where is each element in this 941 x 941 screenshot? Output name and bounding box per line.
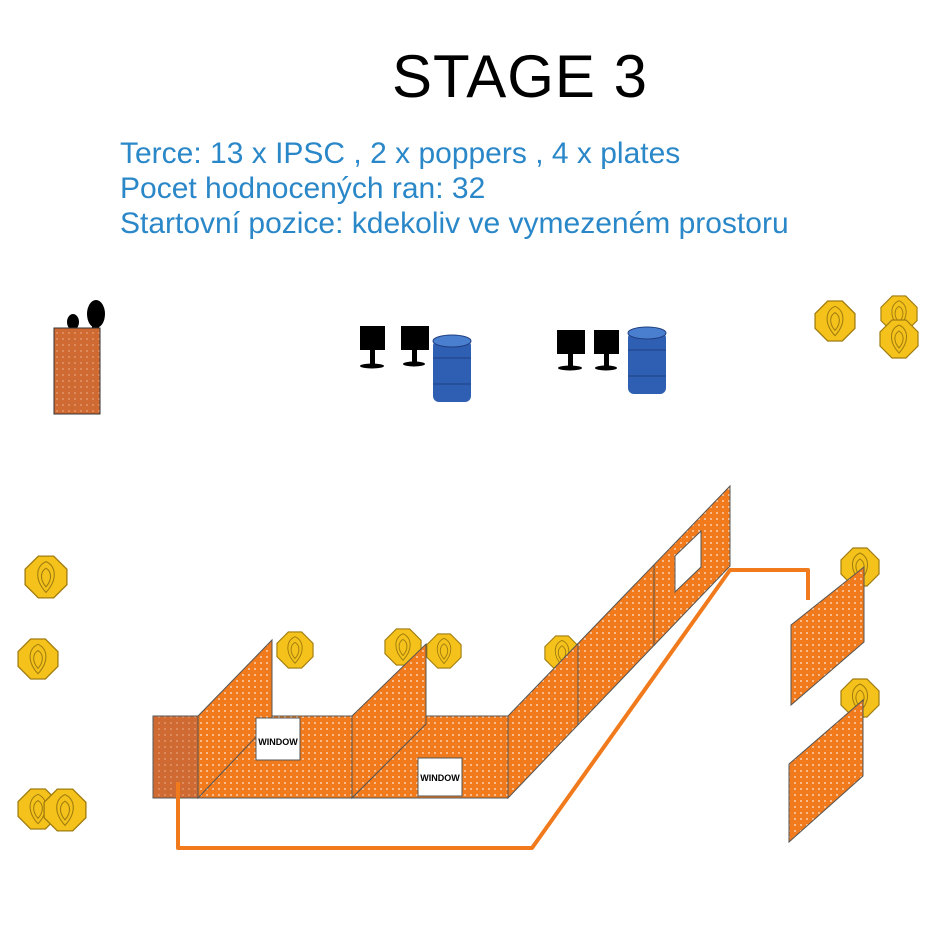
- popper-icon: [401, 326, 429, 367]
- window-icon: [255, 717, 301, 761]
- stage-info: Terce: 13 x IPSC , 2 x poppers , 4 x pla…: [120, 136, 789, 241]
- ipsc-target-icon: [43, 788, 87, 832]
- targets-line: Terce: 13 x IPSC , 2 x poppers , 4 x pla…: [120, 137, 681, 170]
- window-icon: [417, 757, 463, 797]
- plate-icon: [594, 330, 619, 371]
- wall-icon: [152, 484, 865, 844]
- ipsc-target-icon: [17, 638, 59, 680]
- ipsc-target-icon: [426, 633, 462, 669]
- ipsc-target-icon: [24, 555, 68, 599]
- popper-icon: [360, 326, 385, 369]
- fault-line: [176, 568, 810, 850]
- ipsc-target-icon: [879, 319, 919, 359]
- building-wall: [53, 327, 101, 415]
- barrel-icon: [432, 334, 472, 402]
- stage-title: STAGE 3: [392, 43, 648, 110]
- ipsc-target-icon: [814, 300, 856, 342]
- window-label: WINDOW: [258, 737, 298, 747]
- plate-icon: [557, 330, 585, 371]
- window-label: WINDOW: [420, 773, 460, 783]
- tree-icon: [67, 300, 105, 334]
- window-icon: [674, 529, 702, 594]
- start-position-line: Startovní pozice: kdekoliv ve vymezeném …: [120, 207, 789, 240]
- barrel-icon: [627, 326, 667, 394]
- rounds-line: Pocet hodnocených ran: 32: [120, 172, 486, 205]
- ipsc-target-icon: [276, 631, 314, 669]
